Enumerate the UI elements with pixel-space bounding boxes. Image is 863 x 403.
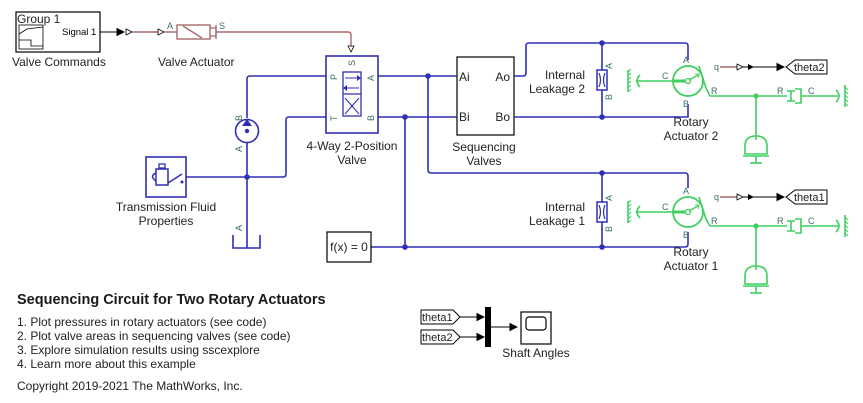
rotational-network-2: R C	[720, 62, 849, 164]
junction-dots	[244, 40, 605, 250]
scope-label: Shaft Angles	[502, 346, 569, 360]
goto-theta1-tag: theta1	[794, 192, 825, 204]
leakage1-label-1: Internal	[545, 200, 585, 214]
act1-port-b: B	[683, 230, 689, 240]
leakage2-label-1: Internal	[545, 68, 585, 82]
valve-actuator-port-a: A	[167, 21, 173, 31]
act1-port-r: R	[711, 216, 718, 226]
leakage2-port-a: A	[604, 63, 614, 69]
copyright: Copyright 2019-2021 The MathWorks, Inc.	[17, 379, 243, 393]
damper2-port-r: R	[777, 86, 784, 96]
solver-label: f(x) = 0	[330, 240, 368, 254]
valve-port-p: P	[329, 74, 339, 80]
solver-configuration-block[interactable]: f(x) = 0	[326, 231, 372, 263]
link-learn-more[interactable]: 4. Learn more about this example	[17, 357, 196, 371]
from-theta1-tag: theta1	[422, 312, 453, 324]
act2-port-a: A	[683, 55, 689, 65]
from-theta1-block[interactable]: theta1	[420, 309, 461, 325]
inertia-2-icon	[744, 135, 768, 155]
sequencing-valves-label-1: Sequencing	[452, 140, 515, 154]
goto-theta2-block[interactable]: theta2	[785, 59, 828, 75]
act2-port-b: B	[683, 99, 689, 109]
group-label: Group 1	[17, 12, 61, 26]
act1-port-q: q	[714, 192, 719, 202]
link-sscexplore[interactable]: 3. Explore simulation results using ssce…	[17, 343, 260, 357]
goto-theta2-tag: theta2	[794, 62, 825, 74]
damper-1-icon	[787, 218, 802, 234]
valve-actuator-port-s: S	[219, 21, 225, 31]
act1-port-a: A	[683, 186, 689, 196]
act2-label-2: Actuator 2	[664, 129, 719, 143]
scope-screen-icon	[525, 316, 547, 331]
leakage2-port-b: B	[604, 94, 614, 100]
model-title: Sequencing Circuit for Two Rotary Actuat…	[17, 292, 326, 308]
tank-port-a: A	[234, 225, 244, 231]
goto-theta1-block[interactable]: theta1	[785, 189, 828, 205]
internal-leakage-1-block[interactable]: A B	[596, 195, 614, 232]
from-theta2-tag: theta2	[422, 332, 453, 344]
act1-label-1: Rotary	[673, 245, 708, 259]
hydraulic-lines	[186, 42, 689, 248]
inertia-1-icon	[744, 265, 768, 285]
sequencing-valves-label-2: Valves	[466, 154, 501, 168]
signal-port-label: Signal 1	[62, 27, 96, 38]
valve-actuator-label: Valve Actuator	[158, 55, 235, 69]
rotary-actuator-1-block[interactable]: A B C R q	[627, 186, 748, 240]
act2-label-1: Rotary	[673, 115, 708, 129]
act2-port-q: q	[714, 62, 719, 72]
leakage1-label-2: Leakage 1	[529, 214, 585, 228]
leakage1-port-a: A	[604, 195, 614, 201]
act1-port-c: C	[662, 202, 669, 212]
link-plot-pressures[interactable]: 1. Plot pressures in rotary actuators (s…	[17, 315, 267, 329]
from-theta2-block[interactable]: theta2	[420, 329, 461, 345]
damper2-port-c: C	[808, 86, 815, 96]
valve-port-t: T	[329, 115, 339, 121]
oil-can-icon	[155, 168, 169, 186]
annotation-panel: Sequencing Circuit for Two Rotary Actuat…	[17, 292, 326, 393]
seq-port-bo: Bo	[495, 110, 510, 124]
seq-port-ai: Ai	[459, 70, 470, 84]
fluid-properties-label-2: Properties	[139, 214, 194, 228]
valve-port-a: A	[366, 75, 376, 81]
ps-input-arrow-icon	[347, 45, 355, 53]
pump-block[interactable]: B A	[234, 115, 260, 152]
pump-port-a: A	[234, 146, 244, 152]
act1-label-2: Actuator 1	[664, 259, 719, 273]
rotary-actuator-2-block[interactable]: A B C R q	[627, 55, 748, 109]
pump-port-b: B	[234, 115, 244, 121]
internal-leakage-2-block[interactable]: A B	[596, 63, 614, 100]
leakage2-label-2: Leakage 2	[529, 82, 585, 96]
leakage1-port-b: B	[604, 226, 614, 232]
actuator-to-valve-line	[216, 31, 352, 46]
damper1-port-r: R	[777, 216, 784, 226]
seq-port-bi: Bi	[459, 110, 470, 124]
four-way-valve-label-2: Valve	[337, 153, 366, 167]
rotational-network-1: R C	[720, 192, 849, 294]
valve-commands-label: Valve Commands	[12, 55, 106, 69]
ps-converter-arrow-icon	[125, 28, 133, 36]
four-way-valve-block[interactable]: P T A B S	[325, 55, 379, 134]
shaft-angles-scope-block[interactable]	[520, 311, 552, 345]
mux-block[interactable]	[485, 307, 491, 347]
damper1-port-c: C	[808, 216, 815, 226]
fluid-properties-block[interactable]	[145, 156, 187, 198]
valve-port-b: B	[366, 115, 376, 121]
valve-actuator-block[interactable]: A S	[157, 21, 225, 40]
seq-port-ao: Ao	[495, 70, 510, 84]
four-way-valve-label-1: 4-Way 2-Position	[307, 139, 398, 153]
act2-port-c: C	[662, 71, 669, 81]
link-plot-valve-areas[interactable]: 2. Plot valve areas in sequencing valves…	[17, 329, 291, 343]
act2-port-r: R	[711, 86, 718, 96]
valve-commands-block[interactable]: Group 1 Signal 1	[15, 11, 101, 53]
valve-port-s: S	[347, 60, 357, 66]
tank-block[interactable]: A	[232, 225, 261, 249]
sequencing-valves-block[interactable]: Ai Bi Ao Bo	[456, 56, 515, 136]
damper-2-icon	[787, 88, 802, 104]
fluid-properties-label-1: Transmission Fluid	[116, 200, 216, 214]
